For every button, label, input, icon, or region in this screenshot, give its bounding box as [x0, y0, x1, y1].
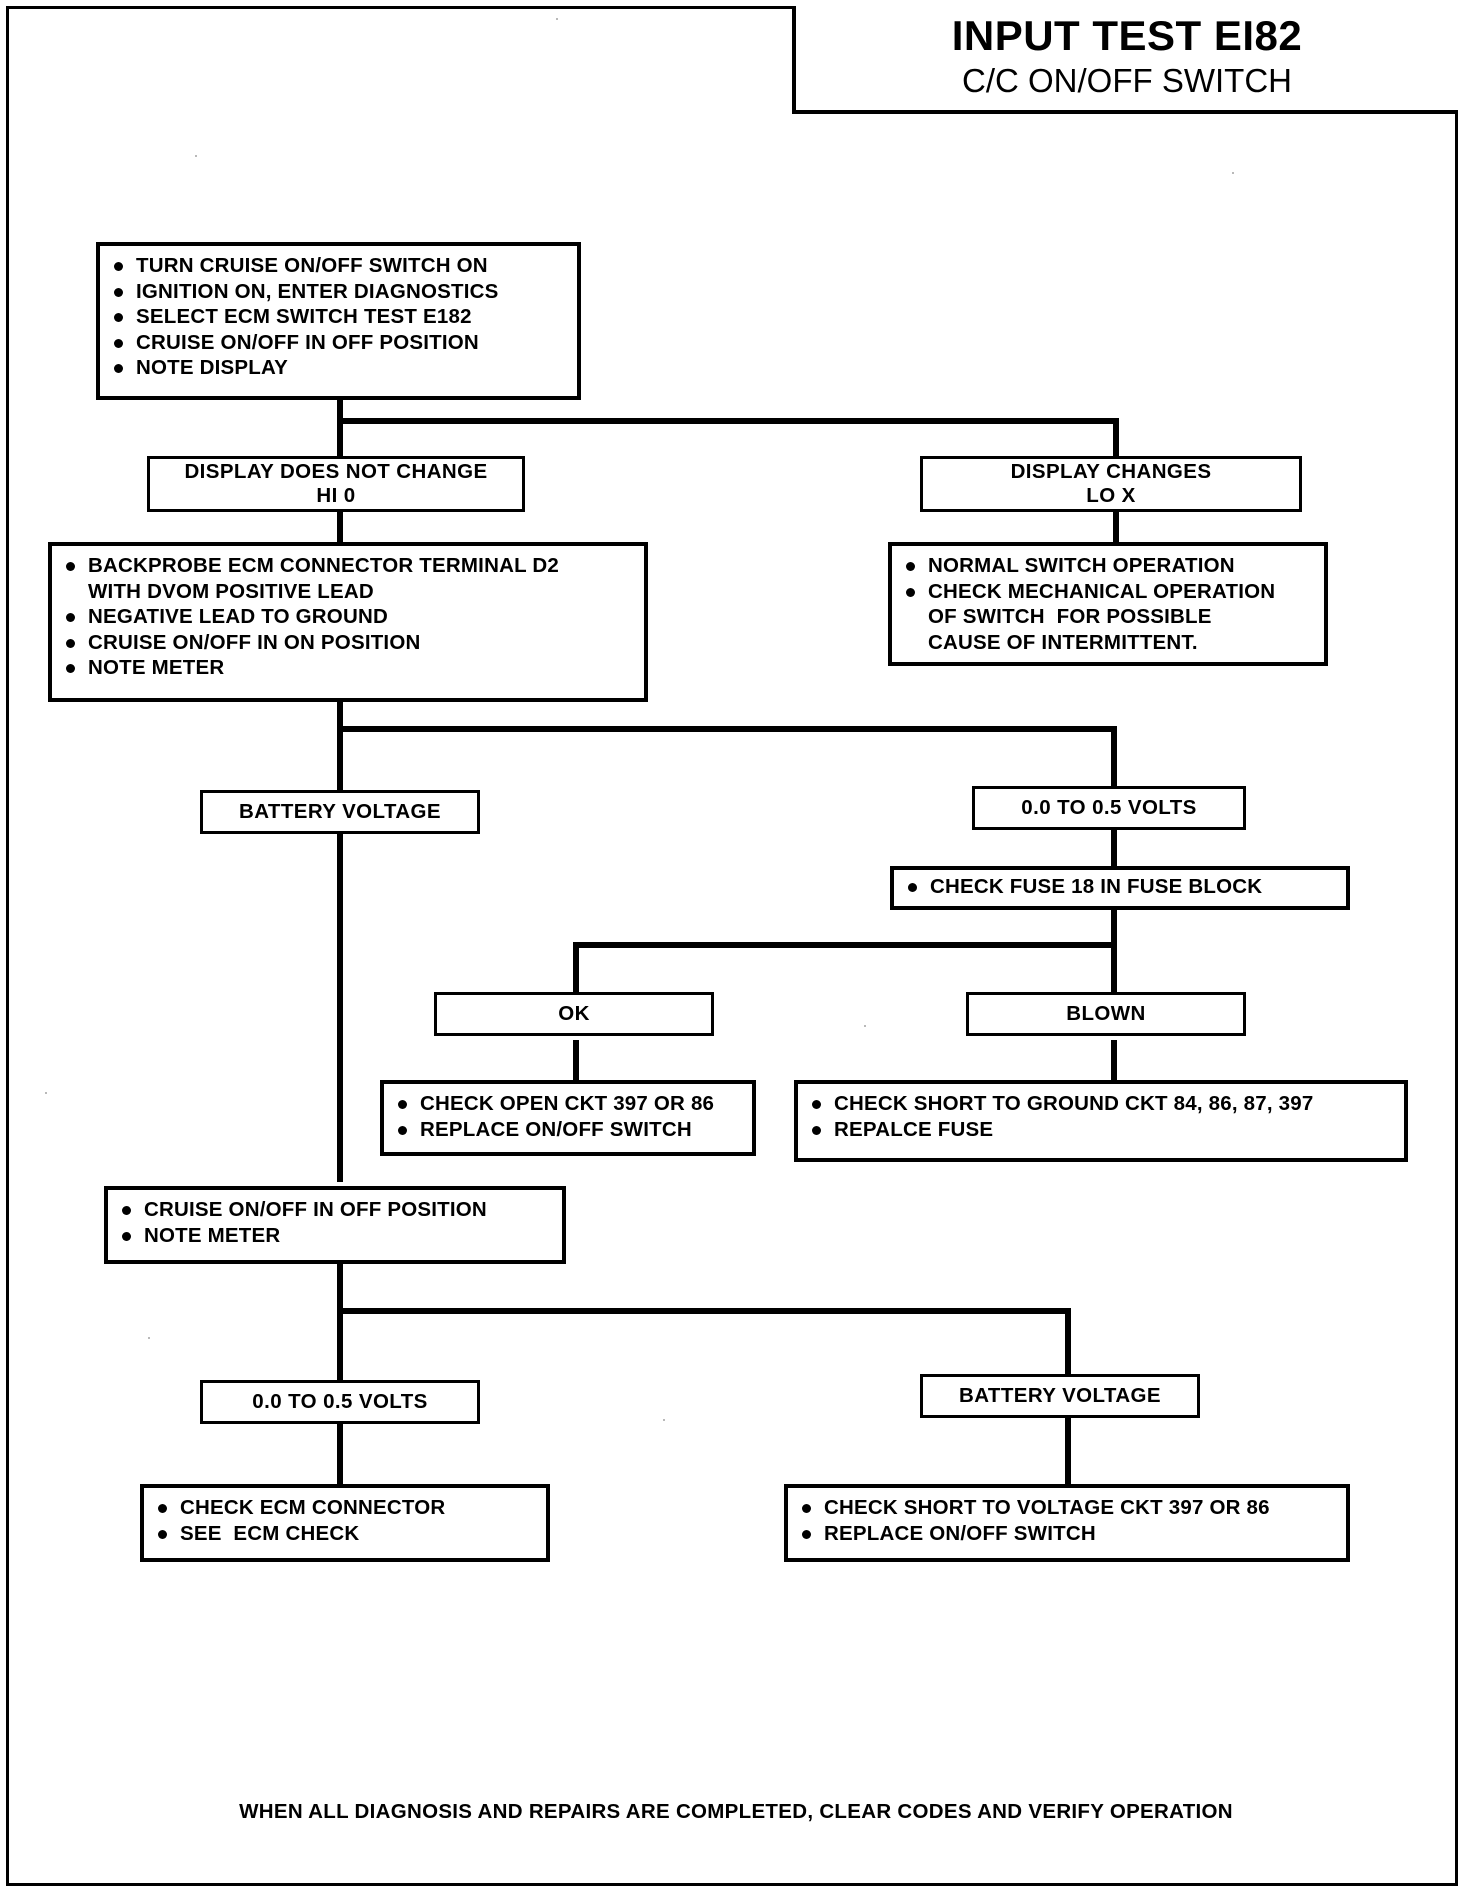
connector-bus-1 [337, 418, 1119, 424]
list-item: CHECK ECM CONNECTOR [154, 1495, 538, 1521]
connector-to-left-branch [337, 418, 343, 456]
list-item: REPALCE FUSE [808, 1117, 1396, 1143]
list-item: CHECK FUSE 18 IN FUSE BLOCK [904, 874, 1338, 900]
connector-volts-to-fuse [1111, 820, 1117, 872]
node-check-fuse-18: CHECK FUSE 18 IN FUSE BLOCK [890, 866, 1350, 910]
header-block: INPUT TEST EI82 C/C ON/OFF SWITCH [792, 6, 1458, 114]
check-short-ground-list: CHECK SHORT TO GROUND CKT 84, 86, 87, 39… [798, 1084, 1404, 1148]
connector-bus-4 [337, 1308, 1071, 1314]
list-item: SEE ECM CHECK [154, 1521, 538, 1547]
list-item-continuation: WITH DVOM POSITIVE LEAD [88, 579, 374, 603]
list-item: NOTE METER [62, 655, 636, 681]
backprobe-instruction-list: BACKPROBE ECM CONNECTOR TERMINAL D2 WITH… [52, 546, 644, 687]
check-fuse-list: CHECK FUSE 18 IN FUSE BLOCK [894, 870, 1346, 906]
check-open-list: CHECK OPEN CKT 397 OR 86 REPLACE ON/OFF … [384, 1084, 752, 1148]
scan-speck [864, 1025, 866, 1027]
node-label: DISPLAY DOES NOT CHANGE HI 0 [184, 460, 488, 507]
check-ecm-list: CHECK ECM CONNECTOR SEE ECM CHECK [144, 1488, 546, 1552]
connector-bus-3 [573, 942, 1117, 948]
list-item: CHECK MECHANICAL OPERATION [902, 579, 1316, 605]
connector-bus2-left-down [337, 726, 343, 790]
list-item: SELECT ECM SWITCH TEST E182 [110, 304, 569, 330]
node-label: DISPLAY CHANGES LO X [1010, 460, 1212, 507]
page-subtitle: C/C ON/OFF SWITCH [962, 62, 1292, 99]
page-title: INPUT TEST EI82 [951, 12, 1303, 59]
node-check-open-ckt: CHECK OPEN CKT 397 OR 86 REPLACE ON/OFF … [380, 1080, 756, 1156]
list-item-continuation: CAUSE OF INTERMITTENT. [928, 630, 1198, 654]
scan-speck [1232, 172, 1234, 174]
node-fuse-ok: OK [434, 992, 714, 1036]
node-battery-voltage-2: BATTERY VOLTAGE [920, 1374, 1200, 1418]
node-check-ecm-connector: CHECK ECM CONNECTOR SEE ECM CHECK [140, 1484, 550, 1562]
list-item: CHECK SHORT TO VOLTAGE CKT 397 OR 86 [798, 1495, 1338, 1521]
connector-ok-down [573, 1040, 579, 1084]
list-item: CHECK OPEN CKT 397 OR 86 [394, 1091, 744, 1117]
node-cruise-off-note-meter: CRUISE ON/OFF IN OFF POSITION NOTE METER [104, 1186, 566, 1264]
connector-changes-to-normal [1113, 510, 1119, 542]
node-check-short-to-voltage: CHECK SHORT TO VOLTAGE CKT 397 OR 86 REP… [784, 1484, 1350, 1562]
scan-speck [45, 1092, 47, 1094]
page-border [6, 6, 1458, 1886]
node-volts-0-to-0.5-2: 0.0 TO 0.5 VOLTS [200, 1380, 480, 1424]
node-fuse-blown: BLOWN [966, 992, 1246, 1036]
list-item: REPLACE ON/OFF SWITCH [394, 1117, 744, 1143]
connector-blown-down [1111, 1040, 1117, 1084]
scan-speck [556, 18, 558, 20]
normal-switch-list: NORMAL SWITCH OPERATION CHECK MECHANICAL… [892, 546, 1324, 661]
connector-bus2-right-down [1111, 726, 1117, 786]
footer-note: WHEN ALL DIAGNOSIS AND REPAIRS ARE COMPL… [239, 1800, 1233, 1823]
connector-left-trunk [337, 824, 343, 1182]
node-volts-0-to-0.5-1: 0.0 TO 0.5 VOLTS [972, 786, 1246, 830]
connector-cruiseoff-down [337, 1264, 343, 1314]
connector-bus4-right-down [1065, 1308, 1071, 1380]
node-battery-voltage-1: BATTERY VOLTAGE [200, 790, 480, 834]
node-display-does-not-change: DISPLAY DOES NOT CHANGE HI 0 [147, 456, 525, 512]
connector-backprobe-down [337, 700, 343, 732]
node-label: 0.0 TO 0.5 VOLTS [1021, 796, 1197, 819]
list-item: NEGATIVE LEAD TO GROUND [62, 604, 636, 630]
scan-speck [663, 1419, 665, 1421]
node-normal-switch-operation: NORMAL SWITCH OPERATION CHECK MECHANICAL… [888, 542, 1328, 666]
list-item: CHECK SHORT TO GROUND CKT 84, 86, 87, 39… [808, 1091, 1396, 1117]
node-check-short-to-ground: CHECK SHORT TO GROUND CKT 84, 86, 87, 39… [794, 1080, 1408, 1162]
list-item: NORMAL SWITCH OPERATION [902, 553, 1316, 579]
node-display-changes: DISPLAY CHANGES LO X [920, 456, 1302, 512]
list-item: NOTE METER [118, 1223, 554, 1249]
scan-speck [195, 155, 197, 157]
node-label: 0.0 TO 0.5 VOLTS [252, 1390, 428, 1413]
list-item: BACKPROBE ECM CONNECTOR TERMINAL D2 [62, 553, 636, 579]
list-item: IGNITION ON, ENTER DIAGNOSTICS [110, 279, 569, 305]
list-item: CRUISE ON/OFF IN ON POSITION [62, 630, 636, 656]
node-label: BLOWN [1066, 1002, 1146, 1025]
connector-nochange-to-backprobe [337, 510, 343, 544]
start-instruction-list: TURN CRUISE ON/OFF SWITCH ON IGNITION ON… [100, 246, 577, 387]
cruise-off-list: CRUISE ON/OFF IN OFF POSITION NOTE METER [108, 1190, 562, 1254]
connector-bus3-right-down [1111, 942, 1117, 996]
list-item: NOTE DISPLAY [110, 355, 569, 381]
connector-fuse-down [1111, 904, 1117, 948]
connector-bus3-left-down [573, 942, 579, 996]
scan-speck [148, 1337, 150, 1339]
connector-volts2-down [337, 1410, 343, 1488]
node-label: OK [558, 1002, 590, 1025]
connector-bus4-left-down [337, 1308, 343, 1380]
list-item: CRUISE ON/OFF IN OFF POSITION [118, 1197, 554, 1223]
node-start: TURN CRUISE ON/OFF SWITCH ON IGNITION ON… [96, 242, 581, 400]
connector-to-right-branch [1113, 418, 1119, 456]
list-item: REPLACE ON/OFF SWITCH [798, 1521, 1338, 1547]
list-item: TURN CRUISE ON/OFF SWITCH ON [110, 253, 569, 279]
check-short-voltage-list: CHECK SHORT TO VOLTAGE CKT 397 OR 86 REP… [788, 1488, 1346, 1552]
list-item-continuation: OF SWITCH FOR POSSIBLE [928, 605, 1212, 628]
node-label: BATTERY VOLTAGE [959, 1384, 1161, 1407]
connector-battery2-down [1065, 1410, 1071, 1488]
connector-bus-2 [337, 726, 1117, 732]
connector-start-down [337, 398, 343, 422]
list-item: CRUISE ON/OFF IN OFF POSITION [110, 330, 569, 356]
node-backprobe: BACKPROBE ECM CONNECTOR TERMINAL D2 WITH… [48, 542, 648, 702]
node-label: BATTERY VOLTAGE [239, 800, 441, 823]
